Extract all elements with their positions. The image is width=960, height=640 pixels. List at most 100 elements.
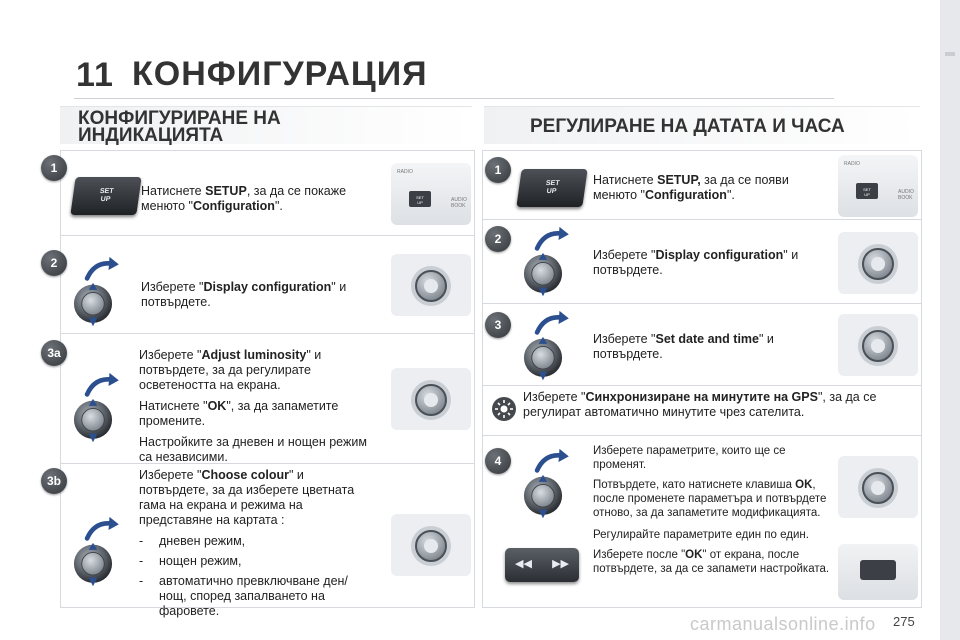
right-sidebar [940, 0, 960, 640]
dial-thumbnail [838, 456, 918, 518]
dial-thumbnail [838, 314, 918, 376]
seek-back-icon: ◀◀ [515, 558, 532, 570]
text-part: " и потвърдете, за да регулирате осветен… [139, 348, 322, 392]
paragraph: Изберете параметрите, които ще се промен… [593, 445, 786, 471]
rotate-arrow-icon [83, 256, 121, 284]
paragraph: Изберете после "OK" от екрана, после пот… [593, 548, 833, 576]
right-steps-panel: 1 SET UP Натиснете SETUP, за да се появи… [482, 150, 922, 608]
setup-label-line2: UP [546, 188, 557, 195]
rotate-arrow-icon [533, 226, 571, 254]
rotate-arrow-icon [83, 372, 121, 400]
mode-list: дневен режим, нощен режим, автоматично п… [139, 534, 367, 619]
paragraph: Настройките за дневен и нощен режим са н… [139, 435, 367, 464]
gps-sync-text: Изберете "Синхронизиране на минутите на … [523, 390, 913, 420]
paragraph: Изберете "Choose colour" и потвърдете, з… [139, 468, 367, 528]
text-part: Натиснете [593, 173, 658, 187]
left-step-3a: 3a Изберете "Adjust luminosity" и потвър… [41, 333, 474, 464]
setup-button-illustration: SET UP [70, 177, 142, 215]
watermark: carmanualsonline.info [690, 614, 876, 634]
seek-pad-illustration: ◀◀ ▶▶ [505, 548, 579, 582]
text-bold: OK [795, 479, 813, 491]
right-step-4-text: Изберете параметрите, които ще се промен… [593, 444, 833, 582]
paragraph: Регулирайте параметрите един по един. [593, 529, 809, 541]
step-badge: 2 [485, 226, 511, 252]
text-part: ". [274, 199, 283, 213]
text-bold: SETUP, [657, 173, 701, 187]
setup-label-line2: UP [100, 196, 111, 203]
dial-thumbnail [391, 514, 471, 576]
step-badge: 3a [41, 340, 67, 366]
text-bold: Configuration [645, 188, 727, 202]
page-number: 275 [893, 614, 915, 629]
text-part: ", за да запаметите промените. [139, 399, 339, 428]
thumb-label: AUDIO [898, 189, 914, 195]
thumb-label: RADIO [844, 161, 860, 167]
thumb-label: UP [864, 192, 870, 197]
setup-label-line1: SET [99, 188, 114, 195]
thumb-label: AUDIO [451, 197, 467, 203]
left-step-3b: 3b Изберете "Choose colour" и потвърдете… [41, 463, 474, 618]
step-badge: 3b [41, 468, 67, 494]
left-step-1-text: Натиснете SETUP, за да се покаже менюто … [141, 184, 361, 214]
text-part: Изберете после " [593, 549, 686, 561]
setup-label-line1: SET [545, 180, 560, 187]
right-step-4: 4 ◀◀ ▶▶ Изберете параметрите, които ще с… [483, 435, 921, 609]
text-bold: Set date and time [655, 332, 759, 346]
text-bold: OK [685, 549, 703, 561]
text-bold: Choose colour [201, 468, 289, 482]
steering-controls-thumbnail [838, 544, 918, 600]
text-part: Изберете " [141, 280, 204, 294]
step-badge: 4 [485, 448, 511, 474]
text-bold: Display configuration [203, 280, 332, 294]
dial-thumbnail [838, 232, 918, 294]
text-part: " от екрана, после потвърдете, за да се … [593, 549, 830, 575]
seek-forward-icon: ▶▶ [552, 558, 569, 570]
text-part: ", за да се регулират автоматично минути… [523, 390, 877, 419]
left-section-heading: КОНФИГУРИРАНЕ НА ИНДИКАЦИЯТА [78, 108, 281, 146]
text-bold: Синхронизиране на минутите на GPS [585, 390, 818, 404]
left-heading-band [60, 106, 472, 144]
step-badge: 1 [485, 157, 511, 183]
paragraph: Натиснете "OK", за да запаметите промени… [139, 399, 367, 429]
text-part: " и потвърдете, за да изберете цветната … [139, 468, 355, 527]
thumb-label: RADIO [397, 169, 413, 175]
right-step-1: 1 SET UP Натиснете SETUP, за да се появи… [483, 151, 921, 219]
text-part: за да се появи менюто " [593, 173, 789, 202]
thumb-label: BOOK [898, 195, 913, 201]
text-part: Изберете " [593, 248, 656, 262]
right-step-1-text: Натиснете SETUP, за да се появи менюто "… [593, 173, 813, 203]
left-heading-line2: ИНДИКАЦИЯТА [78, 125, 224, 146]
list-item: нощен режим, [139, 554, 367, 569]
chapter-divider [74, 98, 834, 99]
dial-thumbnail [391, 368, 471, 430]
left-step-3b-text: Изберете "Choose colour" и потвърдете, з… [139, 468, 367, 624]
left-step-2: 2 Изберете "Display configuration" и пот… [41, 235, 474, 333]
step-badge: 3 [485, 312, 511, 338]
text-bold: Configuration [193, 199, 275, 213]
left-heading-line1: КОНФИГУРИРАНЕ НА [78, 108, 281, 129]
text-bold: Adjust luminosity [201, 348, 307, 362]
step-badge: 1 [41, 155, 67, 181]
steering-pad [860, 560, 896, 580]
step-badge: 2 [41, 250, 67, 276]
rotate-arrow-icon [533, 448, 571, 476]
text-part: , за да се покаже менюто " [141, 184, 347, 213]
text-part: Изберете " [593, 332, 656, 346]
list-item: дневен режим, [139, 534, 367, 549]
list-item: автоматично превключване ден/нощ, според… [139, 574, 367, 619]
text-part: Натиснете " [139, 399, 208, 413]
right-step-3: 3 Изберете "Set date and time" и потвърд… [483, 303, 921, 385]
dial-thumbnail [391, 254, 471, 316]
text-bold: SETUP [205, 184, 247, 198]
rotate-arrow-icon [533, 310, 571, 338]
text-part: Изберете " [523, 390, 586, 404]
text-part: Изберете " [139, 468, 202, 482]
text-part: ". [726, 188, 735, 202]
right-gps-sync: Изберете "Синхронизиране на минутите на … [483, 385, 921, 435]
text-part: Изберете " [139, 348, 202, 362]
satellite-sun-icon [492, 397, 516, 421]
sidebar-marker [945, 52, 955, 56]
paragraph: Потвърдете, като натиснете клавиша OK, п… [593, 478, 833, 520]
